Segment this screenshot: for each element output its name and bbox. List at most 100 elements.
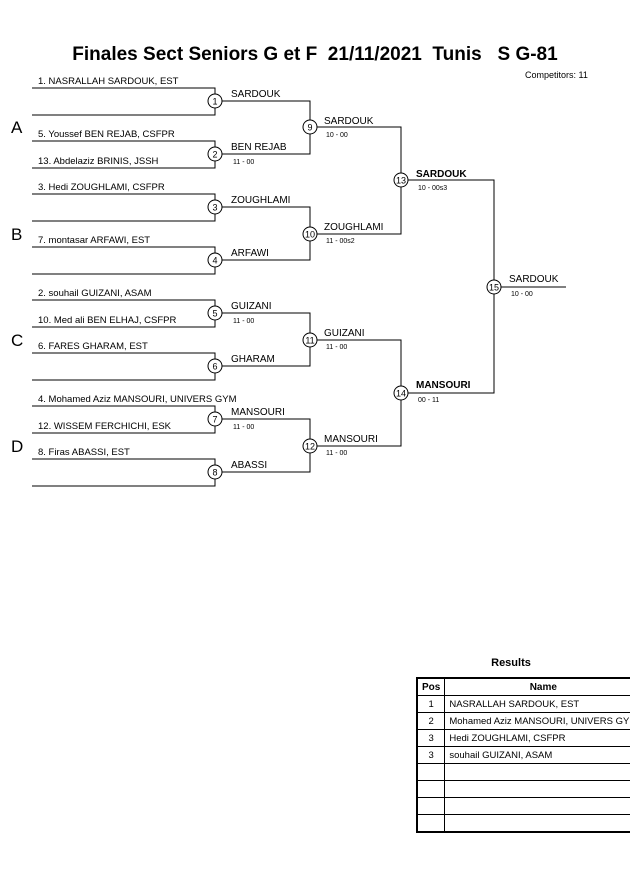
entrant-name: 13. Abdelaziz BRINIS, JSSH [38,156,159,167]
match-8-circle [207,464,223,480]
match-11-circle [302,332,318,348]
match-score: 11 - 00 [326,344,347,351]
pool-label: B [11,225,22,244]
bracket-labels: A B C D 1. NASRALLAH SARDOUK, EST 5. Youssef … [11,76,559,480]
results-row [416,814,630,833]
bracket-diagram: A B C D 1. NASRALLAH SARDOUK, EST 5. Youssef … [11,76,566,487]
results-pos: 3 [416,746,446,764]
match-3-circle [207,199,223,215]
match-winner: GUIZANI [324,328,365,339]
match-14-number: 14 [396,389,406,399]
pool-label: A [11,118,23,137]
pool-label: D [11,437,23,456]
match-7-number: 7 [212,415,217,425]
results-row [416,797,630,815]
match-winner: ZOUGHLAMI [231,195,290,206]
results-name [444,780,630,798]
results-row [416,780,630,798]
results-pos [416,780,446,798]
match-score: 11 - 00 [233,424,254,431]
entrant-name: 7. montasar ARFAWI, EST [38,235,150,246]
match-3-number: 3 [212,203,217,213]
match-12-circle [302,438,318,454]
results-name [444,814,630,833]
match-score: 11 - 00s2 [326,238,355,245]
entrant-name: 8. Firas ABASSI, EST [38,447,130,458]
match-9-number: 9 [307,123,312,133]
match-6-circle [207,358,223,374]
match-score: 10 - 00 [511,291,533,298]
results-title: Results [491,657,531,669]
match-winner: MANSOURI [324,434,378,445]
results-row [416,763,630,781]
results-pos: 1 [416,695,446,713]
match-10-circle [302,226,318,242]
match-13-number: 13 [396,176,406,186]
match-9-circle [302,119,318,135]
results-pos [416,797,446,815]
match-winner: ABASSI [231,460,267,471]
match-5-number: 5 [212,309,217,319]
match-winner: SARDOUK [416,169,467,180]
match-2-number: 2 [212,150,217,160]
match-14-circle [393,385,409,401]
match-winner: ARFAWI [231,248,269,259]
entrant-name: 10. Med ali BEN ELHAJ, CSFPR [38,315,176,326]
competitors-count: Competitors: 11 [525,70,588,80]
entrant-name: 4. Mohamed Aziz MANSOURI, UNIVERS GYM [38,394,237,405]
match-6-number: 6 [212,362,217,372]
match-4-number: 4 [212,256,217,266]
match-winner: BEN REJAB [231,142,287,153]
results-name [444,797,630,815]
match-15-circle [486,279,502,295]
match-12-number: 12 [305,442,315,452]
results-name: Hedi ZOUGHLAMI, CSFPR [444,729,630,747]
page-title: Finales Sect Seniors G et F 21/11/2021 T… [72,44,558,65]
match-5-circle [207,305,223,321]
results-name [444,763,630,781]
match-winner: MANSOURI [231,407,285,418]
match-11-number: 11 [305,336,314,346]
match-winner: SARDOUK [231,89,281,100]
match-score: 10 - 00s3 [418,185,447,192]
match-7-circle [207,411,223,427]
match-score: 10 - 00 [326,132,348,139]
match-winner: GUIZANI [231,301,272,312]
match-15-number: 15 [489,283,499,293]
match-8-number: 8 [212,468,217,478]
match-1-circle [207,93,223,109]
match-13-circle [393,172,409,188]
entrant-name: 12. WISSEM FERCHICHI, ESK [38,421,172,432]
results-name: souhail GUIZANI, ASAM [444,746,630,764]
results-pos: 3 [416,729,446,747]
match-1-number: 1 [212,97,217,107]
results-name: Mohamed Aziz MANSOURI, UNIVERS GYM [444,712,630,730]
entrant-name: 2. souhail GUIZANI, ASAM [38,288,152,299]
results-name: NASRALLAH SARDOUK, EST [444,695,630,713]
match-4-circle [207,252,223,268]
match-10-number: 10 [305,230,315,240]
match-winner: SARDOUK [509,274,559,285]
match-winner: SARDOUK [324,116,374,127]
results-pos: 2 [416,712,446,730]
match-score: 11 - 00 [233,159,254,166]
results-header-row: Pos Name [416,677,630,696]
entrant-name: 5. Youssef BEN REJAB, CSFPR [38,129,175,140]
entrant-name: 3. Hedi ZOUGHLAMI, CSFPR [38,182,165,193]
match-winner: ZOUGHLAMI [324,222,383,233]
match-2-circle [207,146,223,162]
results-col-name: Name [444,677,630,696]
entrant-name: 1. NASRALLAH SARDOUK, EST [38,76,179,87]
pool-label: C [11,331,23,350]
results-pos [416,814,446,833]
match-winner: MANSOURI [416,380,471,391]
match-score: 00 - 11 [418,397,439,404]
match-winner: GHARAM [231,354,275,365]
results-col-pos: Pos [416,677,446,696]
match-score: 11 - 00 [233,318,254,325]
